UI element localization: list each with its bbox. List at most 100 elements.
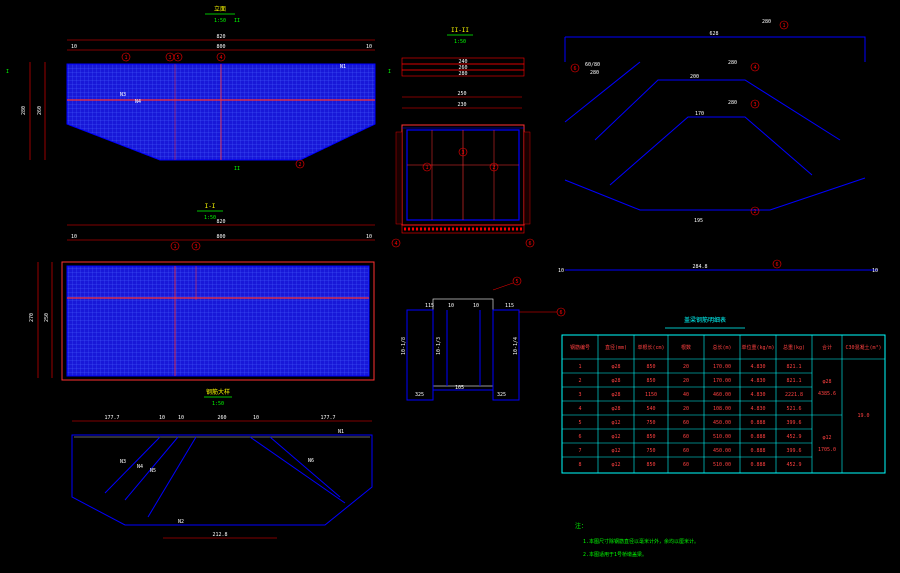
table-cell: 399.6 <box>786 420 801 426</box>
svg-text:5: 5 <box>515 279 518 285</box>
svg-text:5: 5 <box>176 55 179 61</box>
table-cell: 108.00 <box>713 406 731 412</box>
table-cell: 6 <box>578 434 581 440</box>
table-cell: 0.888 <box>750 420 765 426</box>
svg-text:280: 280 <box>762 19 771 25</box>
svg-text:2: 2 <box>492 165 495 171</box>
table-cell: 4.830 <box>750 364 765 370</box>
table-cell: 510.00 <box>713 462 731 468</box>
section-i-view: I-I 1:50 820 800 10 10 270 250 1 3 <box>29 203 375 381</box>
svg-text:10-1/3: 10-1/3 <box>436 337 442 355</box>
table-cell: 8 <box>578 462 581 468</box>
svg-text:N1: N1 <box>338 429 344 435</box>
table-cell: 850 <box>646 462 655 468</box>
notes-line-1: 1.本图尺寸除钢筋直径以毫米计外，余均以厘米计。 <box>583 538 699 545</box>
table-cell: 3 <box>578 392 581 398</box>
elevation-height: 280 <box>21 106 27 115</box>
elevation-scale: 1:50 <box>214 18 226 24</box>
table-total-weight: 4385.6 <box>818 391 836 397</box>
svg-text:177.7: 177.7 <box>320 415 335 421</box>
svg-text:284.8: 284.8 <box>692 264 707 270</box>
svg-text:240: 240 <box>458 59 467 65</box>
table-cell: φ28 <box>611 406 620 412</box>
table-cell: 40 <box>683 392 689 398</box>
svg-text:4: 4 <box>753 65 756 71</box>
svg-text:6: 6 <box>528 241 531 247</box>
svg-text:195: 195 <box>694 218 703 224</box>
table-cell: 450.00 <box>713 448 731 454</box>
svg-text:4: 4 <box>394 241 397 247</box>
svg-text:1: 1 <box>124 55 127 61</box>
svg-text:177.7: 177.7 <box>104 415 119 421</box>
table-cells: 钢筋编号直径(mm)单根长(cm)根数总长(m)单位重(kg/m)总重(kg)合… <box>570 344 882 468</box>
table-cell: 60 <box>683 434 689 440</box>
section-mark-left: I <box>6 69 9 75</box>
svg-text:115: 115 <box>505 303 514 309</box>
svg-text:6: 6 <box>559 310 562 316</box>
table-total-diameter: φ12 <box>822 435 831 441</box>
notes: 注： 1.本图尺寸除钢筋直径以毫米计外，余均以厘米计。 2.本图适用于1号桥墩盖… <box>575 522 699 558</box>
svg-text:1: 1 <box>782 23 785 29</box>
table-cell: 4.830 <box>750 406 765 412</box>
elevation-height-inner: 260 <box>37 106 43 115</box>
svg-text:1: 1 <box>173 244 176 250</box>
svg-text:10: 10 <box>448 303 454 309</box>
rebar-outline <box>71 434 373 526</box>
stirrup-labels: 115 10 325 105 325 10 115 10-1/8 10-1/3 … <box>401 303 519 398</box>
table-header: 合计 <box>822 344 832 351</box>
section2-scale: 1:50 <box>454 39 466 45</box>
table-cell: 0.888 <box>750 462 765 468</box>
section2-title: II-II <box>451 27 469 34</box>
section-mark-right: I <box>388 69 391 75</box>
table-cell: 4.830 <box>750 378 765 384</box>
table-cell: φ12 <box>611 462 620 468</box>
table-cell: 60 <box>683 448 689 454</box>
table-cell: 510.00 <box>713 434 731 440</box>
svg-text:6: 6 <box>775 262 778 268</box>
svg-text:10-1/4: 10-1/4 <box>513 337 519 355</box>
table-cell: 821.1 <box>786 364 801 370</box>
table-title: 盖梁钢筋明细表 <box>684 316 726 324</box>
table-cell: 4.830 <box>750 392 765 398</box>
table-header: 钢筋编号 <box>570 344 590 351</box>
rebar-bottom-dim: 212.8 <box>212 532 227 538</box>
table-cell: φ28 <box>611 364 620 370</box>
table-header: 单根长(cm) <box>637 344 664 351</box>
table-cell: φ28 <box>611 392 620 398</box>
svg-text:800: 800 <box>216 234 225 240</box>
table-cell: 452.9 <box>786 462 801 468</box>
svg-text:3: 3 <box>194 244 197 250</box>
table-cell: 20 <box>683 406 689 412</box>
svg-text:628: 628 <box>709 31 718 37</box>
table-total-diameter: φ28 <box>822 379 831 385</box>
section-mark-bottom: II <box>234 166 240 172</box>
svg-text:105: 105 <box>455 385 464 391</box>
table-grid <box>562 335 885 473</box>
svg-text:60/80: 60/80 <box>585 62 600 68</box>
table-cell: 540 <box>646 406 655 412</box>
svg-text:4: 4 <box>219 55 222 61</box>
svg-text:10: 10 <box>253 415 259 421</box>
elevation-edge-right: 10 <box>366 44 372 50</box>
rebar-detail-view: 钢筋大样 1:50 177.7 10 10 260 10 177.7 N3 N4… <box>71 388 373 539</box>
svg-text:10: 10 <box>366 234 372 240</box>
elevation-top-inner: 800 <box>216 44 225 50</box>
svg-text:250: 250 <box>44 313 50 322</box>
svg-text:10: 10 <box>178 415 184 421</box>
svg-text:280: 280 <box>728 100 737 106</box>
table-cell: 2 <box>578 378 581 384</box>
svg-text:1: 1 <box>425 165 428 171</box>
table-cell: 60 <box>683 462 689 468</box>
table-cell: 750 <box>646 420 655 426</box>
elevation-top-total: 820 <box>216 34 225 40</box>
table-header: 总重(kg) <box>783 344 805 351</box>
table-header: 直径(mm) <box>605 344 627 351</box>
svg-text:10-1/8: 10-1/8 <box>401 337 407 355</box>
svg-text:200: 200 <box>690 74 699 80</box>
table-cell: φ28 <box>611 378 620 384</box>
table-cell: 450.00 <box>713 420 731 426</box>
svg-text:10: 10 <box>872 268 878 274</box>
svg-text:2: 2 <box>753 209 756 215</box>
table-cell: 399.6 <box>786 448 801 454</box>
table-cell: 1150 <box>645 392 657 398</box>
